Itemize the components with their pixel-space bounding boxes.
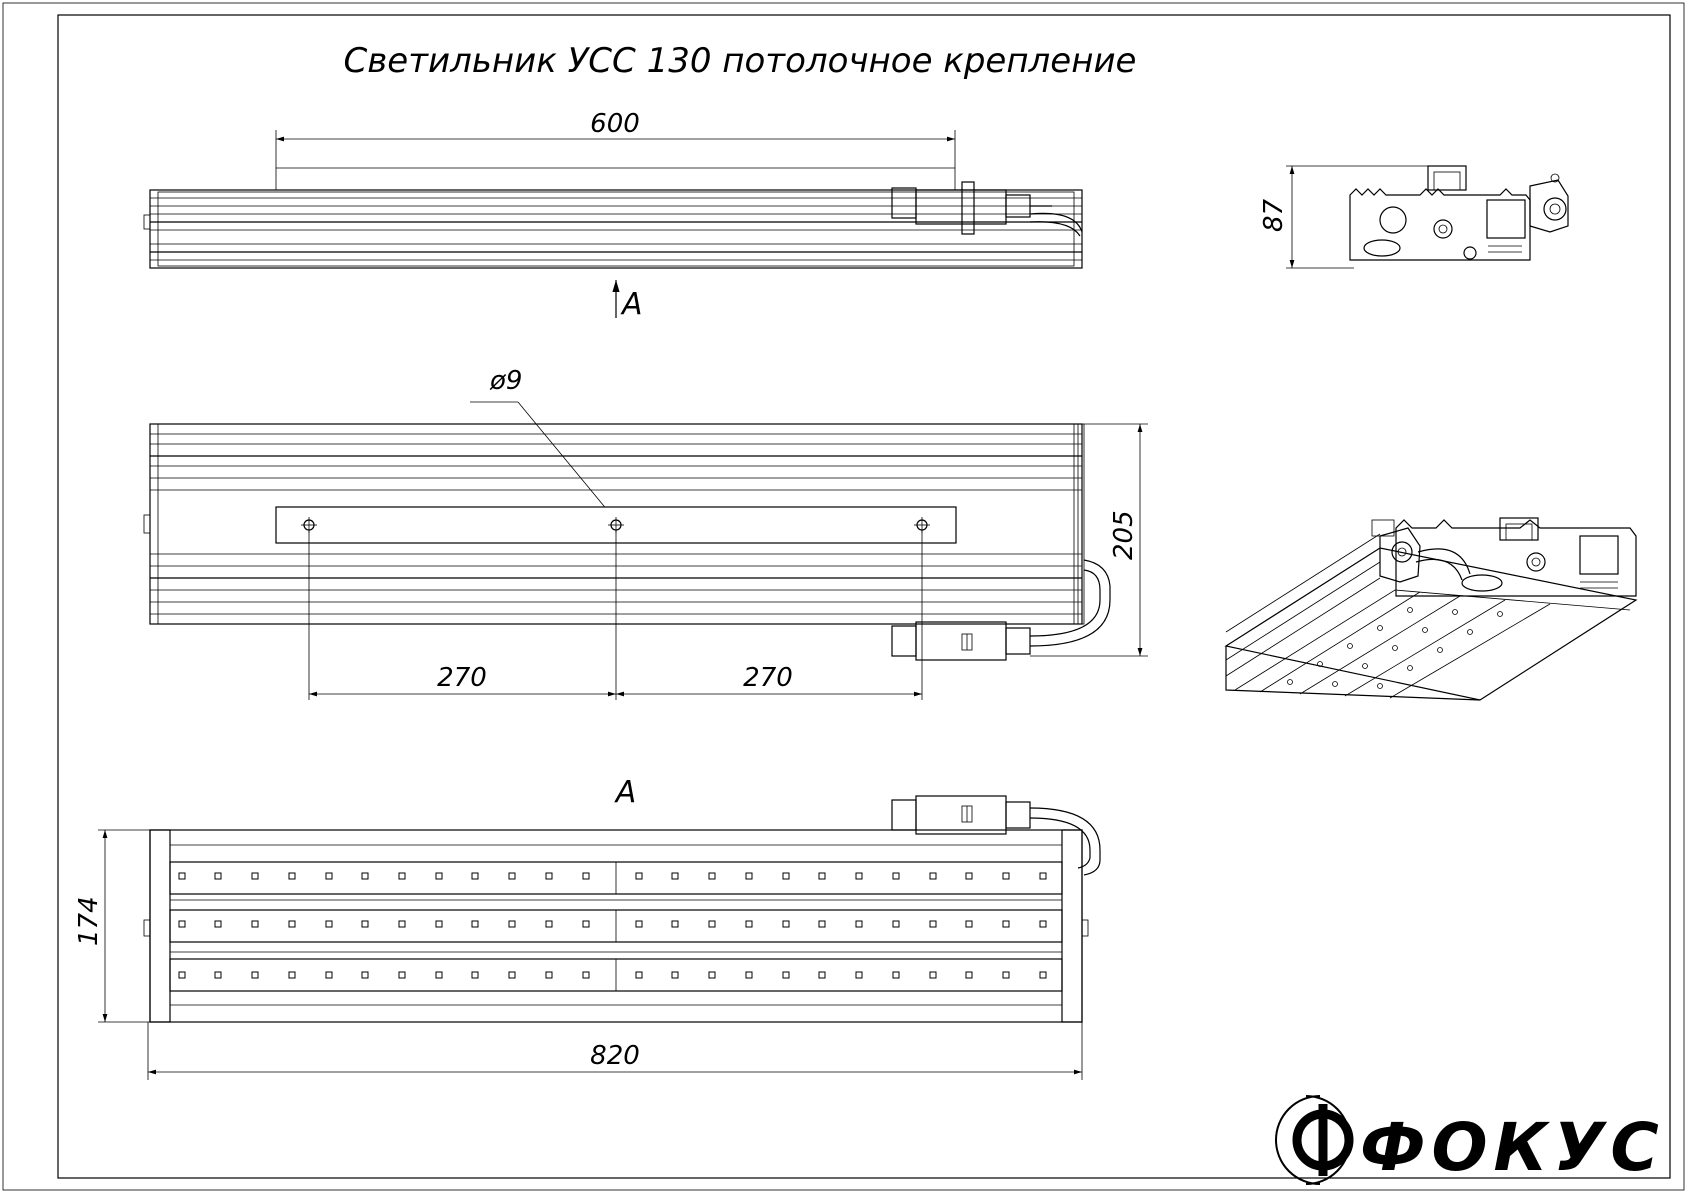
plan-view: ø9 270 270 (143, 366, 1148, 700)
front-view-a: А (74, 775, 1101, 1080)
isometric-view (1224, 517, 1638, 701)
view-marker-a: А (620, 287, 643, 322)
iso-led-strip (1287, 607, 1503, 689)
drawing-title: Светильник УСС 130 потолочное крепление (344, 41, 1137, 81)
led-row-2 (178, 920, 1047, 928)
led-row-3 (178, 971, 1047, 979)
section-label-a: А (614, 775, 637, 810)
dim-total-820: 820 (590, 1041, 640, 1071)
dim-spacing-right: 270 (743, 663, 793, 693)
inner-frame (57, 14, 1671, 1179)
dim-depth-87: 87 (1259, 198, 1289, 232)
logo-text: ФОКУС (1360, 1109, 1665, 1186)
dim-hole-diameter: ø9 (489, 366, 522, 396)
end-view: 87 (1259, 165, 1569, 269)
dim-height-174: 174 (74, 896, 104, 946)
focus-logo: ФОКУС (1275, 1095, 1665, 1186)
dim-width-205: 205 (1109, 510, 1139, 560)
dim-spacing-left: 270 (437, 663, 487, 693)
led-row-1 (178, 872, 1047, 880)
dim-length-600: 600 (590, 109, 640, 139)
side-view: 600 А (143, 109, 1083, 322)
